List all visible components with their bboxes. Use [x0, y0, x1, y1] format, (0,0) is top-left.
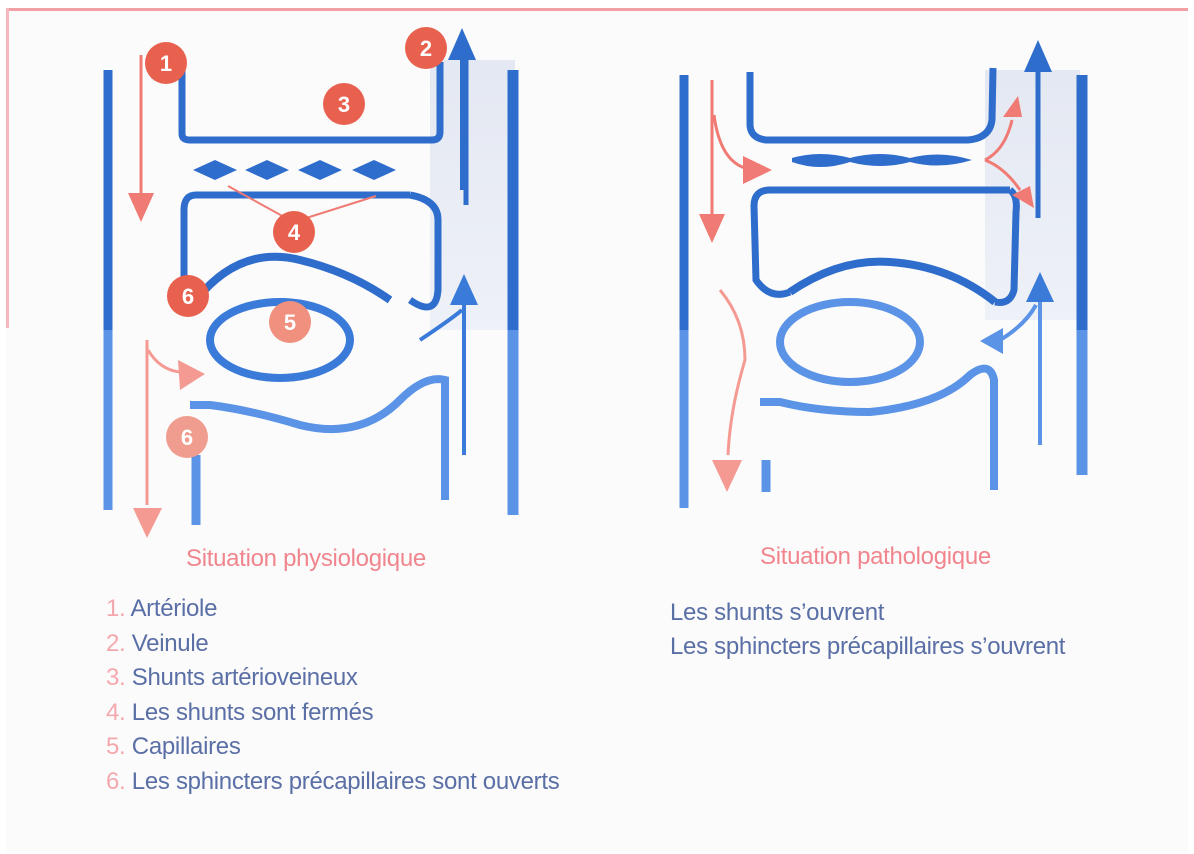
legend-text-5: Capillaires — [132, 733, 241, 760]
left-caption: Situation physiologique — [186, 545, 426, 573]
marker-1: 1 — [145, 42, 187, 84]
marker-6-lower: 6 — [166, 416, 208, 458]
pathology-notes: Les shunts s’ouvrent Les sphincters préc… — [670, 596, 1065, 664]
right-panel-vessels — [684, 68, 1082, 508]
legend-item-5: 5. Capillaires — [106, 730, 559, 765]
right-open-shunt — [792, 154, 972, 167]
marker-6-upper: 6 — [167, 275, 209, 317]
legend-num-4: 4. — [106, 699, 125, 726]
marker-5: 5 — [269, 301, 311, 343]
legend-text-6: Les sphincters précapillaires sont ouver… — [132, 768, 560, 795]
legend-num-6: 6. — [106, 768, 125, 795]
legend-item-4: 4. Les shunts sont fermés — [106, 696, 559, 731]
legend-num-1: 1. — [106, 595, 125, 622]
marker-2: 2 — [405, 27, 447, 69]
legend-item-1: 1. Artériole — [106, 592, 559, 627]
marker-3-label: 3 — [338, 92, 350, 117]
capillary-upper-arc — [196, 257, 390, 300]
right-capillary-loop — [780, 302, 920, 382]
pathology-note-1: Les shunts s’ouvrent — [670, 596, 1065, 630]
closed-shunt-diamonds — [193, 160, 396, 180]
pathology-note-2: Les sphincters précapillaires s’ouvrent — [670, 630, 1065, 664]
legend-text-3: Shunts artérioveineux — [132, 664, 358, 691]
right-capillary-lower-wall — [760, 369, 994, 490]
marker-1-label: 1 — [160, 51, 172, 76]
legend-item-2: 2. Veinule — [106, 627, 559, 662]
legend-text-1: Artériole — [130, 595, 217, 622]
right-shunt-lower-wall — [754, 190, 1010, 294]
capillary-lower-wall — [190, 379, 445, 500]
marker-4: 4 — [273, 211, 315, 253]
legend-item-3: 3. Shunts artérioveineux — [106, 661, 559, 696]
marker-3: 3 — [323, 83, 365, 125]
legend-text-2: Veinule — [132, 630, 209, 657]
right-capillary-upper-arc — [790, 262, 995, 302]
legend-item-6: 6. Les sphincters précapillaires sont ou… — [106, 765, 559, 800]
marker-5-label: 5 — [284, 310, 296, 335]
marker-2-label: 2 — [420, 36, 432, 61]
marker-4-label: 4 — [288, 220, 301, 245]
legend-num-5: 5. — [106, 733, 125, 760]
legend-num-3: 3. — [106, 664, 125, 691]
right-caption: Situation pathologique — [760, 543, 991, 571]
legend-text-4: Les shunts sont fermés — [132, 699, 374, 726]
marker-6-lower-label: 6 — [181, 425, 193, 450]
right-shunt-upper-loop — [750, 68, 993, 140]
shunt-upper-loop — [182, 62, 440, 140]
right-venule-shade — [985, 70, 1080, 320]
legend-num-2: 2. — [106, 630, 125, 657]
legend-list: 1. Artériole 2. Veinule 3. Shunts artéri… — [106, 592, 559, 799]
marker-6-upper-label: 6 — [182, 284, 194, 309]
